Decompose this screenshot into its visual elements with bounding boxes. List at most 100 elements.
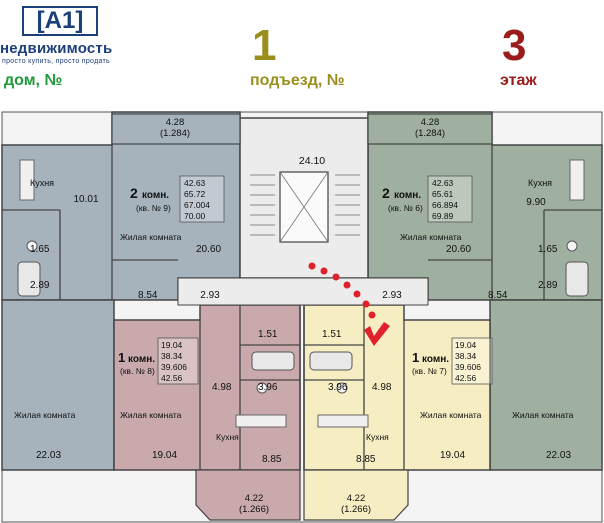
apt7-balcony bbox=[303, 469, 409, 521]
apt7-balcony-area: 4.22 bbox=[347, 493, 366, 504]
apt8-number: (кв. № 8) bbox=[120, 366, 155, 376]
apt9-bedroom-area: 22.03 bbox=[36, 450, 61, 461]
apt9-area-2: 65.72 bbox=[184, 189, 206, 199]
apt6-kitchen-label: Кухня bbox=[528, 178, 552, 188]
apt9-balcony-coef: (1.284) bbox=[160, 128, 190, 139]
common-hall bbox=[177, 277, 429, 306]
apt8-living-label: Жилая комната bbox=[120, 410, 182, 420]
apt7-living-area: 19.04 bbox=[440, 450, 465, 461]
interior-walls bbox=[2, 145, 602, 470]
apt9-area-list: 42.63 65.72 67.004 70.00 bbox=[179, 175, 225, 223]
apt6-rooms: 2 bbox=[382, 185, 390, 201]
apt8-area-2: 38.34 bbox=[161, 351, 183, 361]
kitchen-counter-icon bbox=[569, 159, 585, 201]
apt9-kitchen-label: Кухня bbox=[30, 178, 54, 188]
apt6-wc-area: 2.89 bbox=[538, 280, 558, 291]
apt7-area-list: 19.04 38.34 39.606 42.56 bbox=[451, 337, 493, 385]
apt7-area-2: 38.34 bbox=[455, 351, 477, 361]
apt7-living-label: Жилая комната bbox=[420, 410, 482, 420]
kitchen-counter-icon bbox=[19, 159, 35, 201]
apt9-number: (кв. № 9) bbox=[136, 203, 171, 213]
apt7-rooms: 1 bbox=[412, 350, 419, 365]
apt7-area-3: 39.606 bbox=[455, 362, 481, 372]
apt9-balcony bbox=[111, 113, 241, 145]
apt9-living2-area: 8.54 bbox=[138, 290, 158, 301]
apt8-living-area: 19.04 bbox=[152, 450, 177, 461]
entrance-number: 1 bbox=[252, 21, 277, 70]
apt9-area-1: 42.63 bbox=[184, 178, 206, 188]
toilet-icon bbox=[566, 240, 578, 252]
logo-name: недвижимость bbox=[0, 40, 113, 57]
apt8-kitchen-area: 8.85 bbox=[262, 454, 282, 465]
apt9-living-label: Жилая комната bbox=[120, 232, 182, 242]
apt7-kitchen-area: 8.85 bbox=[356, 454, 376, 465]
apt7-kitchen-label: Кухня bbox=[366, 432, 389, 442]
apt7-area-4: 42.56 bbox=[455, 373, 477, 383]
toilet-icon bbox=[336, 382, 348, 394]
apt6-area-list: 42.63 65.61 66.894 69.89 bbox=[427, 175, 473, 223]
apt6-living-area: 20.60 bbox=[446, 244, 471, 255]
apt6-balcony-area: 4.28 bbox=[421, 117, 440, 128]
apt6-rooms-unit: комн. bbox=[394, 190, 421, 201]
apt7-rooms-unit: комн. bbox=[422, 354, 449, 365]
apt8-balcony bbox=[195, 469, 301, 521]
apt6-kitchen-area: 9.90 bbox=[526, 197, 546, 208]
toilet-icon bbox=[26, 240, 38, 252]
apt7-area-1: 19.04 bbox=[455, 340, 477, 350]
apt9-wc-area: 2.89 bbox=[30, 280, 50, 291]
apt9-rooms-unit: комн. bbox=[142, 190, 169, 201]
apt6-area-4: 69.89 bbox=[432, 211, 454, 221]
apt7-wc-area: 3.96 bbox=[328, 382, 348, 393]
apt6-bedroom-label: Жилая комната bbox=[512, 410, 574, 420]
apt6-bedroom-area: 22.03 bbox=[546, 450, 571, 461]
logo-mark: [A1] bbox=[22, 6, 98, 36]
apt6-area-3: 66.894 bbox=[432, 200, 458, 210]
apt8-area-3: 39.606 bbox=[161, 362, 187, 372]
hall-right: 2.93 bbox=[382, 290, 402, 301]
kitchen-counter-icon bbox=[235, 414, 287, 428]
apt8-area-4: 42.56 bbox=[161, 373, 183, 383]
corridor-width: 24.10 bbox=[299, 155, 325, 167]
bathtub-icon bbox=[309, 351, 353, 371]
apt9-area-4: 70.00 bbox=[184, 211, 206, 221]
apt6-area-2: 65.61 bbox=[432, 189, 454, 199]
apt7-hall-area: 4.98 bbox=[372, 382, 392, 393]
apt9-bedroom bbox=[1, 299, 115, 471]
apt6-bath-area: 1.65 bbox=[538, 244, 558, 255]
apt9-area-3: 67.004 bbox=[184, 200, 210, 210]
apt6-living2-area: 8.54 bbox=[488, 290, 508, 301]
apt8-rooms-unit: комн. bbox=[128, 354, 155, 365]
apt6-balcony-coef: (1.284) bbox=[415, 128, 445, 139]
apt9-living-area: 20.60 bbox=[196, 244, 221, 255]
apt8-rooms: 1 bbox=[118, 350, 125, 365]
bathtub-icon bbox=[251, 351, 295, 371]
stairs-hatch bbox=[250, 174, 360, 236]
apt9-rooms: 2 bbox=[130, 185, 138, 201]
apt8-bath-area: 1.51 bbox=[258, 329, 278, 340]
apt6-living-label: Жилая комната bbox=[400, 232, 462, 242]
apt8-area-1: 19.04 bbox=[161, 340, 183, 350]
apt7-number: (кв. № 7) bbox=[412, 366, 447, 376]
apt8-area-list: 19.04 38.34 39.606 42.56 bbox=[157, 337, 199, 385]
apt6-balcony bbox=[367, 113, 493, 145]
floor-label: этаж bbox=[500, 72, 537, 89]
apt8-balcony-coef: (1.266) bbox=[239, 504, 269, 515]
apt7-balcony-coef: (1.266) bbox=[341, 504, 371, 515]
apt6-area-1: 42.63 bbox=[432, 178, 454, 188]
apt8-hall-area: 4.98 bbox=[212, 382, 232, 393]
apt8-wc-area: 3.96 bbox=[258, 382, 278, 393]
toilet-icon bbox=[256, 382, 268, 394]
hall-left: 2.93 bbox=[200, 290, 220, 301]
apt7-bath-area: 1.51 bbox=[322, 329, 342, 340]
bathtub-icon bbox=[17, 261, 41, 297]
house-label: дом, № bbox=[4, 72, 63, 89]
apt6-number: (кв. № 6) bbox=[388, 203, 423, 213]
apt8-balcony-area: 4.22 bbox=[245, 493, 264, 504]
apt9-bath-area: 1.65 bbox=[30, 244, 50, 255]
kitchen-counter-icon bbox=[317, 414, 369, 428]
floor-number: 3 bbox=[502, 21, 527, 70]
apt9-bedroom-label: Жилая комната bbox=[14, 410, 76, 420]
apt9-balcony-area: 4.28 bbox=[166, 117, 185, 128]
